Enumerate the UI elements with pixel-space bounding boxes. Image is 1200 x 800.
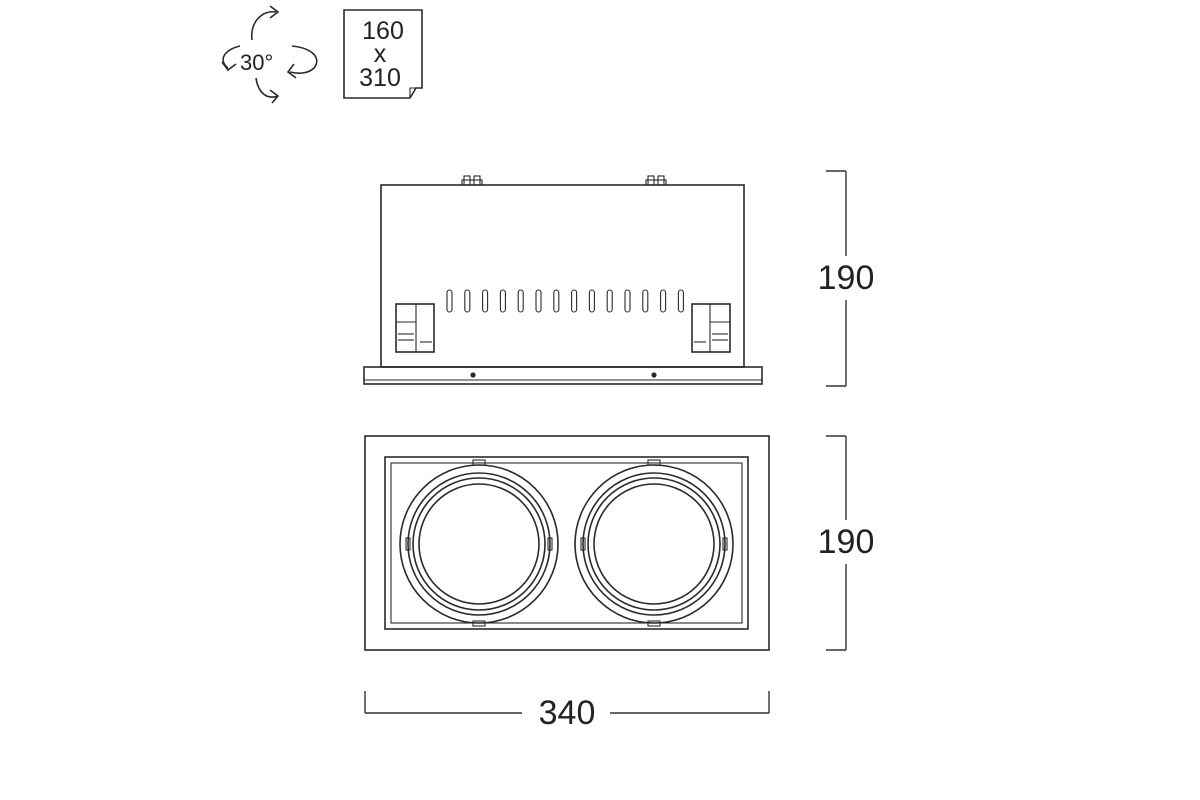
width-dimension: 340 (364, 691, 770, 732)
front-view (364, 435, 770, 651)
vent-slot (482, 289, 489, 313)
housing-body (380, 184, 745, 368)
vent-slot (660, 289, 667, 313)
cutout-size-icon: 160 x 310 (343, 9, 423, 99)
vent-slot (677, 289, 684, 313)
vent-slot (499, 289, 506, 313)
cutout-line2: x (374, 40, 387, 68)
front-height-label: 190 (818, 523, 875, 561)
lamp-right (574, 459, 734, 627)
side-view (363, 175, 763, 385)
lamp-left (399, 459, 559, 627)
top-clip-right (645, 175, 667, 186)
rotation-arrows-icon: 30° (221, 5, 318, 104)
vent-slot (642, 289, 649, 313)
vent-slot (553, 289, 560, 313)
front-height-dimension: 190 (818, 435, 875, 651)
cutout-line1: 160 (362, 17, 404, 45)
side-height-label: 190 (818, 259, 875, 297)
vent-slot (535, 289, 542, 313)
inner-frame (384, 456, 749, 630)
vent-slot (464, 289, 471, 313)
vent-slot (571, 289, 578, 313)
cutout-line3: 310 (359, 64, 401, 92)
top-clip-left (461, 175, 483, 186)
vent-slot (446, 289, 453, 313)
vent-slot (606, 289, 613, 313)
tilt-angle-label: 30° (240, 50, 273, 75)
spring-bracket-right (691, 303, 731, 353)
outer-frame (364, 435, 770, 651)
vent-slot (517, 289, 524, 313)
spring-bracket-left (395, 303, 435, 353)
width-label: 340 (539, 694, 596, 732)
side-height-dimension: 190 (818, 170, 875, 387)
vent-slot (588, 289, 595, 313)
flange (363, 366, 763, 385)
vent-slot (624, 289, 631, 313)
ventilation-slots (446, 289, 684, 313)
